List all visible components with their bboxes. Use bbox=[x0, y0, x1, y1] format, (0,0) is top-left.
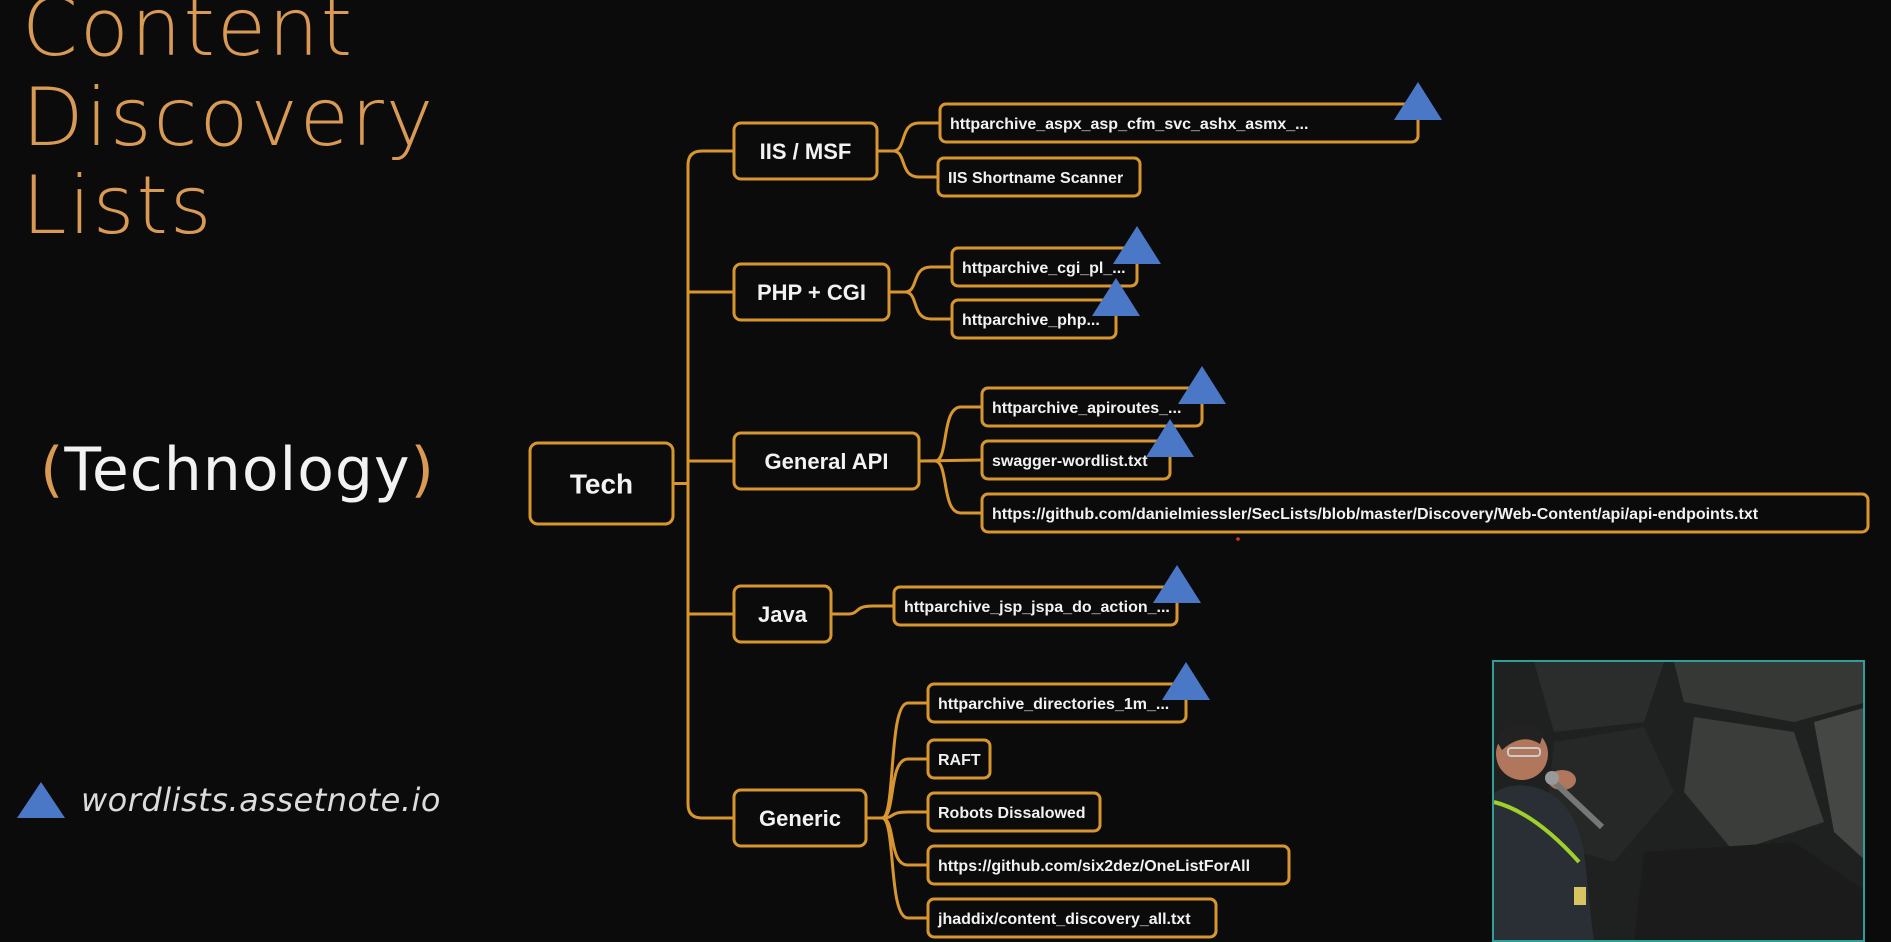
wordlist-node bbox=[980, 439, 1172, 481]
wordlist-node bbox=[980, 386, 1204, 428]
item-edge bbox=[877, 149, 938, 179]
item-edge bbox=[866, 816, 928, 920]
category-label-java: Java bbox=[758, 602, 808, 627]
wordlist-label: httparchive_apiroutes_... bbox=[992, 400, 1181, 417]
wordlist-label: RAFT bbox=[938, 752, 981, 769]
category-label-general-api: General API bbox=[765, 449, 889, 474]
category-label-generic: Generic bbox=[759, 806, 841, 831]
wordlist-node bbox=[936, 156, 1142, 198]
subtitle-open-paren: ( bbox=[40, 435, 65, 505]
wordlist-node bbox=[926, 897, 1218, 939]
wordlist-node bbox=[980, 492, 1870, 534]
root-node-label: Tech bbox=[570, 469, 633, 500]
legend: wordlists.assetnote.io bbox=[15, 780, 441, 820]
assetnote-triangle-icon bbox=[1092, 278, 1140, 316]
item-edge bbox=[866, 757, 928, 820]
slide-subtitle: (Technology) bbox=[40, 435, 435, 505]
wordlist-label: Robots Dissalowed bbox=[938, 805, 1086, 822]
wordlist-node bbox=[950, 246, 1139, 288]
wordlist-label: https://github.com/six2dez/OneListForAll bbox=[938, 858, 1250, 875]
category-label-php-cgi: PHP + CGI bbox=[757, 280, 866, 305]
assetnote-triangle-icon bbox=[1146, 419, 1194, 457]
item-edge bbox=[866, 816, 928, 867]
item-edge bbox=[919, 459, 982, 515]
title-line-2: Discovery bbox=[22, 71, 436, 164]
wordlist-label: httparchive_jsp_jspa_do_action_... bbox=[904, 599, 1170, 616]
item-edge bbox=[877, 121, 940, 153]
title-line-1: Content bbox=[22, 0, 355, 74]
item-edge bbox=[889, 290, 952, 321]
wordlist-node bbox=[950, 298, 1118, 340]
wordlist-node bbox=[926, 682, 1188, 724]
wordlist-label: httparchive_directories_1m_... bbox=[938, 696, 1169, 713]
legend-text: wordlists.assetnote.io bbox=[81, 781, 441, 819]
wordlist-node bbox=[926, 791, 1102, 833]
subtitle-text: Technology bbox=[64, 435, 411, 505]
wordlist-label: IIS Shortname Scanner bbox=[948, 170, 1123, 187]
title-line-3: Lists bbox=[22, 159, 214, 252]
trunk-edge bbox=[686, 149, 734, 820]
wordlist-label: jhaddix/content_discovery_all.txt bbox=[937, 911, 1191, 928]
wordlist-node bbox=[892, 585, 1179, 627]
laser-dot bbox=[1236, 537, 1240, 541]
wordlist-label: https://github.com/danielmiessler/SecLis… bbox=[992, 506, 1759, 523]
speaker-webcam bbox=[1492, 660, 1865, 942]
subtitle-close-paren: ) bbox=[410, 435, 435, 505]
assetnote-triangle-icon bbox=[1394, 82, 1442, 120]
assetnote-triangle-icon bbox=[1178, 366, 1226, 404]
assetnote-triangle-icon bbox=[1113, 226, 1161, 264]
wordlist-label: httparchive_php... bbox=[962, 312, 1100, 329]
assetnote-triangle-icon bbox=[1153, 565, 1201, 603]
item-edge bbox=[919, 405, 982, 463]
item-edge bbox=[889, 265, 952, 294]
category-label-iis-msf: IIS / MSF bbox=[760, 139, 852, 164]
item-edge bbox=[831, 604, 894, 616]
wordlist-node bbox=[938, 102, 1420, 144]
wordlist-node bbox=[926, 844, 1291, 886]
wordlist-label: swagger-wordlist.txt bbox=[992, 453, 1148, 470]
wordlist-node bbox=[926, 738, 992, 780]
wordlist-label: httparchive_cgi_pl_... bbox=[962, 260, 1126, 277]
wordlist-label: httparchive_aspx_asp_cfm_svc_ashx_asmx_.… bbox=[950, 116, 1308, 133]
assetnote-triangle-icon bbox=[1162, 662, 1210, 700]
blue-triangle-icon bbox=[17, 782, 65, 818]
speaker-video-image bbox=[1494, 662, 1863, 940]
